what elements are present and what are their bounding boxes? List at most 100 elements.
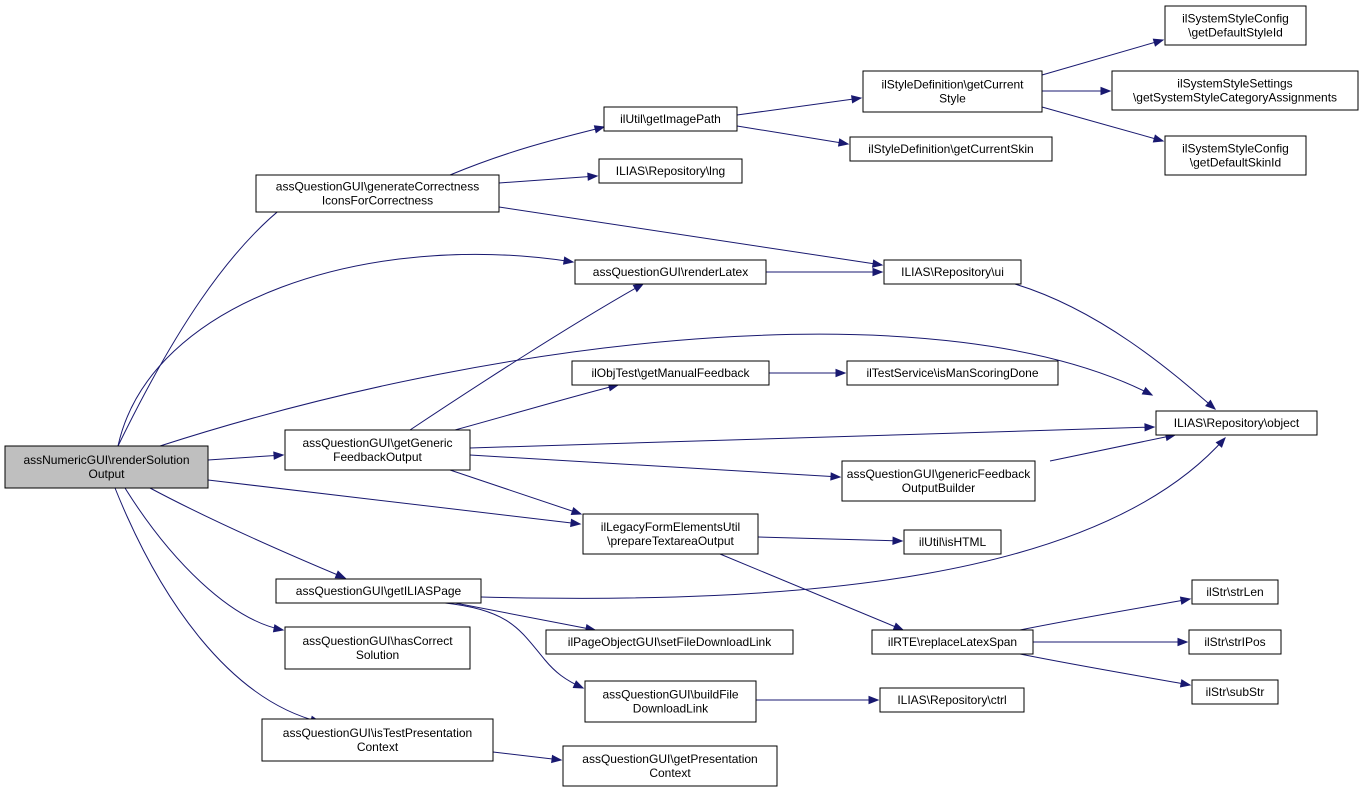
edge-line	[207, 454, 284, 461]
node-iltestservice-ismanscoringdone[interactable]: ilTestService\isManScoringDone	[846, 360, 1059, 386]
arrowhead	[872, 267, 884, 277]
edge-line	[444, 602, 584, 689]
node-assquestiongui-renderlatex[interactable]: assQuestionGUI\renderLatex	[574, 259, 767, 285]
edge-assquestiongui-getgenericfeedbackoutput-to-assquestiongui-genericfeedbackoutputbuilder	[469, 454, 842, 481]
arrowhead	[570, 506, 583, 515]
node-ilpageobjectgui-setfiledownloadlink[interactable]: ilPageObjectGUI\setFileDownloadLink	[545, 629, 794, 655]
node-box	[284, 429, 471, 471]
node-ilsystemstylesettings-getsystemstylecategoryassignments[interactable]: ilSystemStyleSettings\getSystemStyleCate…	[1111, 70, 1359, 111]
node-box	[598, 158, 743, 184]
edge-line	[207, 479, 581, 525]
node-label-line: ilSystemStyleConfig	[1182, 12, 1289, 26]
node-assquestiongui-getiliaspage[interactable]: assQuestionGUI\getILIASPage	[275, 578, 482, 604]
arrowhead	[892, 622, 905, 631]
edge-ilrte-replacelatexspan-to-ilstr-substr	[1019, 653, 1192, 688]
node-ilrte-replacelatexspan[interactable]: ilRTE\replaceLatexSpan	[871, 629, 1034, 655]
node-label-line: ilTestService\isManScoringDone	[866, 366, 1038, 380]
node-ilsystemstyleconfig-getdefaultstyleid[interactable]: ilSystemStyleConfig\getDefaultStyleId	[1164, 5, 1307, 46]
edge-assquestiongui-buildfiledownloadlink-to-ilias-repository-ctrl	[756, 695, 880, 705]
node-ilias-repository-ui[interactable]: ILIAS\Repository\ui	[883, 259, 1022, 285]
node-label-line: Context	[649, 766, 691, 780]
edge-assquestiongui-getgenericfeedbackoutput-to-illegacyformelementsutil-preparetextareaoutput	[449, 469, 583, 515]
arrowhead	[1205, 399, 1217, 410]
edge-line	[449, 126, 605, 176]
edge-line	[469, 426, 1155, 449]
node-box	[879, 687, 1025, 713]
arrowhead	[551, 754, 563, 764]
node-label-line: ilStr\subStr	[1206, 685, 1265, 699]
edge-line	[124, 487, 284, 631]
edge-assquestiongui-getgenericfeedbackoutput-to-ilobjtest-getmanualfeedback	[454, 383, 620, 431]
node-label-line: DownloadLink	[633, 702, 709, 716]
node-ilstr-strpos[interactable]: ilStr\strIPos	[1188, 629, 1282, 655]
node-ilobjtest-getmanualfeedback[interactable]: ilObjTest\getManualFeedback	[571, 360, 770, 386]
edge-line	[1041, 106, 1164, 142]
node-label-line: ilStyleDefinition\getCurrentSkin	[868, 142, 1033, 156]
edge-line	[1019, 598, 1191, 631]
node-box	[849, 136, 1053, 162]
node-label-line: ilPageObjectGUI\setFileDownloadLink	[568, 635, 772, 649]
arrowhead	[892, 536, 904, 545]
node-ilias-repository-ctrl[interactable]: ILIAS\Repository\ctrl	[879, 687, 1025, 713]
arrowhead	[835, 368, 847, 378]
node-ilias-repository-object[interactable]: ILIAS\Repository\object	[1155, 410, 1318, 436]
node-box	[1188, 629, 1282, 655]
edge-ilutil-getimagepath-to-ilstyledefinition-getcurrentstyle	[736, 95, 863, 116]
node-label-line: ilStr\strIPos	[1204, 635, 1265, 649]
edge-assquestiongui-renderlatex-to-ilias-repository-ui	[766, 267, 884, 277]
node-ilsystemstyleconfig-getdefaultskinid[interactable]: ilSystemStyleConfig\getDefaultSkinId	[1164, 135, 1307, 176]
node-assquestiongui-genericfeedbackoutputbuilder[interactable]: assQuestionGUI\genericFeedbackOutputBuil…	[841, 460, 1036, 502]
edge-line	[1019, 653, 1191, 686]
arrowhead	[871, 259, 884, 268]
edge-ilrte-replacelatexspan-to-ilstr-strlen	[1019, 596, 1192, 631]
node-label-line: assQuestionGUI\getPresentation	[582, 752, 757, 766]
node-ilutil-getimagepath[interactable]: ilUtil\getImagePath	[603, 106, 738, 132]
arrowhead	[587, 172, 599, 181]
arrowhead	[273, 451, 285, 460]
edge-assquestiongui-getgenericfeedbackoutput-to-assquestiongui-renderlatex	[409, 283, 645, 431]
edge-line	[719, 553, 904, 631]
node-label-line: ilSystemStyleSettings	[1177, 77, 1292, 91]
node-label-line: assQuestionGUI\generateCorrectness	[276, 180, 479, 194]
node-label-line: ilUtil\isHTML	[919, 535, 987, 549]
node-box	[284, 626, 471, 670]
node-ilias-repository-lng[interactable]: ILIAS\Repository\lng	[598, 158, 743, 184]
node-box	[1191, 579, 1279, 605]
node-label-line: ILIAS\Repository\lng	[616, 164, 725, 178]
node-box	[1164, 135, 1307, 176]
node-label-line: FeedbackOutput	[333, 450, 422, 464]
node-ilstr-strlen[interactable]: ilStr\strLen	[1191, 579, 1279, 605]
node-label-line: Output	[88, 467, 125, 481]
node-illegacyformelementsutil-preparetextareaoutput[interactable]: ilLegacyFormElementsUtil\prepareTextarea…	[582, 513, 759, 555]
node-label-line: ilObjTest\getManualFeedback	[591, 366, 750, 380]
edge-ilstyledefinition-getcurrentstyle-to-ilsystemstyleconfig-getdefaultstyleid	[1041, 38, 1165, 76]
edge-ilrte-replacelatexspan-to-ilstr-strpos	[1033, 637, 1189, 647]
arrowhead	[1179, 596, 1192, 605]
edge-assnumericgui-rendersolutionoutput-to-illegacyformelementsutil-preparetextareaoutput	[207, 479, 582, 528]
node-ilstr-substr[interactable]: ilStr\subStr	[1191, 679, 1279, 705]
node-box	[841, 460, 1036, 502]
node-label-line: Style	[939, 92, 966, 106]
node-box	[883, 259, 1022, 285]
node-box	[545, 629, 794, 655]
node-box	[584, 680, 757, 723]
edge-assquestiongui-generatecorrectnessiconsforcorrectness-to-ilias-repository-ui	[498, 206, 884, 268]
arrowhead	[570, 518, 582, 528]
edge-line	[159, 333, 1153, 447]
node-assquestiongui-generatecorrectnessiconsforcorrectness[interactable]: assQuestionGUI\generateCorrectnessIconsF…	[255, 174, 500, 213]
arrowhead	[1179, 679, 1192, 688]
node-ilutil-ishtml[interactable]: ilUtil\isHTML	[903, 529, 1002, 555]
edge-line	[1049, 434, 1176, 462]
node-label-line: assQuestionGUI\renderLatex	[593, 265, 748, 279]
node-box	[903, 529, 1002, 555]
edge-illegacyformelementsutil-preparetextareaoutput-to-ilrte-replacelatexspan	[719, 553, 905, 631]
node-ilstyledefinition-getcurrentskin[interactable]: ilStyleDefinition\getCurrentSkin	[849, 136, 1053, 162]
